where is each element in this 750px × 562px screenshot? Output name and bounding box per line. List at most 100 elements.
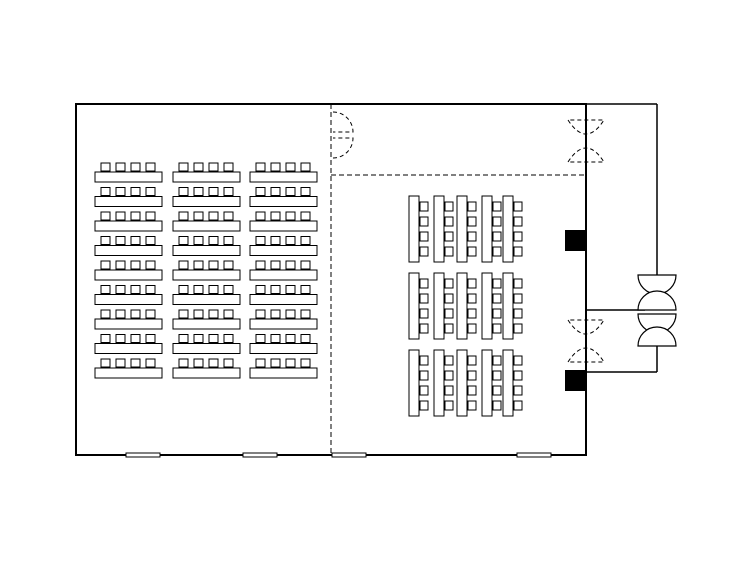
chair xyxy=(115,211,126,221)
classroom-row xyxy=(94,187,163,207)
desk xyxy=(94,245,163,256)
classroom-row xyxy=(172,309,241,330)
chair xyxy=(513,293,523,304)
table xyxy=(456,272,468,340)
chair xyxy=(145,309,156,319)
chair xyxy=(285,236,296,245)
chair xyxy=(444,216,454,227)
chair xyxy=(130,334,141,343)
chair xyxy=(178,285,189,294)
classroom-row xyxy=(172,334,241,354)
chair xyxy=(300,309,311,319)
classroom-row xyxy=(94,309,163,330)
chair xyxy=(208,334,219,343)
chair xyxy=(223,358,234,368)
chair xyxy=(444,278,454,289)
chair xyxy=(223,236,234,245)
table xyxy=(502,349,514,417)
chair xyxy=(285,260,296,270)
chair xyxy=(193,358,204,368)
chair xyxy=(513,201,523,212)
chair xyxy=(193,285,204,294)
desk xyxy=(172,171,241,183)
classroom-row xyxy=(94,260,163,281)
chair xyxy=(145,162,156,172)
chair xyxy=(285,211,296,221)
chair xyxy=(300,358,311,368)
exterior-double-door[interactable] xyxy=(637,313,677,347)
desk xyxy=(249,269,318,281)
chair xyxy=(130,236,141,245)
chair xyxy=(255,211,266,221)
chair xyxy=(444,308,454,319)
chair xyxy=(255,162,266,172)
table xyxy=(481,349,493,417)
classroom-row xyxy=(172,358,241,379)
chair xyxy=(223,260,234,270)
chair xyxy=(130,211,141,221)
chair xyxy=(419,308,429,319)
window xyxy=(331,452,367,458)
table xyxy=(433,349,445,417)
chair xyxy=(300,211,311,221)
chair xyxy=(223,211,234,221)
chair xyxy=(255,309,266,319)
chair xyxy=(300,162,311,172)
chair xyxy=(130,187,141,196)
chair xyxy=(255,334,266,343)
classroom-row xyxy=(94,358,163,379)
chair xyxy=(193,162,204,172)
table xyxy=(408,195,420,263)
chair xyxy=(100,187,111,196)
chair xyxy=(223,162,234,172)
chair xyxy=(492,355,502,366)
chair xyxy=(223,334,234,343)
doors[interactable] xyxy=(332,111,677,363)
chair xyxy=(444,370,454,381)
chair xyxy=(145,236,156,245)
desk xyxy=(94,171,163,183)
table xyxy=(408,349,420,417)
classroom-row xyxy=(249,236,318,256)
chair xyxy=(467,231,477,242)
chair xyxy=(208,162,219,172)
table xyxy=(408,272,420,340)
exterior-double-door[interactable] xyxy=(637,274,677,311)
chair xyxy=(100,309,111,319)
chair xyxy=(300,334,311,343)
pillar xyxy=(565,230,586,251)
chair xyxy=(492,323,502,334)
chair xyxy=(419,216,429,227)
chair xyxy=(300,187,311,196)
chair xyxy=(193,334,204,343)
desk xyxy=(249,171,318,183)
chair xyxy=(178,187,189,196)
chair xyxy=(178,260,189,270)
desk xyxy=(249,294,318,305)
partition-door[interactable] xyxy=(332,111,354,159)
chair xyxy=(145,334,156,343)
classroom-row xyxy=(249,334,318,354)
chair xyxy=(255,358,266,368)
chair xyxy=(208,211,219,221)
chair xyxy=(467,201,477,212)
chair xyxy=(285,162,296,172)
chair xyxy=(467,216,477,227)
chair xyxy=(115,162,126,172)
classroom-row xyxy=(94,162,163,183)
chair xyxy=(178,309,189,319)
corridor-door-top[interactable] xyxy=(567,112,605,170)
chair xyxy=(513,278,523,289)
table xyxy=(481,195,493,263)
chair xyxy=(492,400,502,411)
chair xyxy=(100,211,111,221)
desk xyxy=(172,318,241,330)
chair xyxy=(178,162,189,172)
chair xyxy=(467,323,477,334)
classroom-row xyxy=(172,260,241,281)
chair xyxy=(285,187,296,196)
table xyxy=(481,272,493,340)
chair xyxy=(208,309,219,319)
chair xyxy=(100,285,111,294)
